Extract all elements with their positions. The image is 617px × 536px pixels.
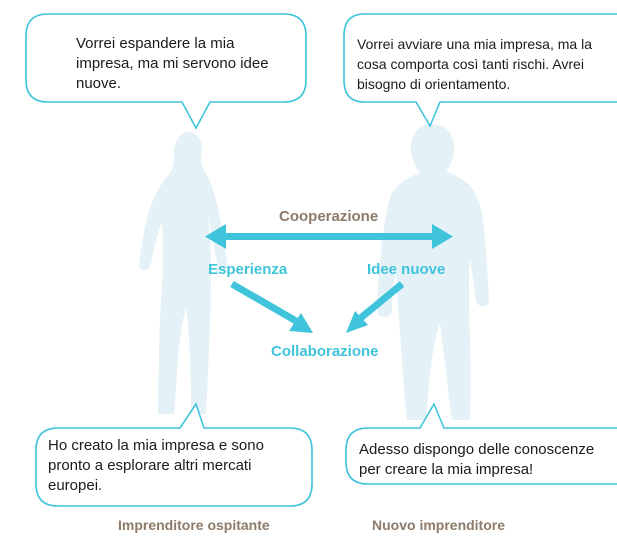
speech-bubble-bottom-right bbox=[345, 402, 617, 485]
label-collaboration: Collaborazione bbox=[271, 343, 379, 360]
bubble-text-top-right: Vorrei avviare una mia impresa, ma la co… bbox=[357, 36, 592, 92]
label-cooperation: Cooperazione bbox=[279, 208, 379, 225]
caption-new-entrepreneur: Nuovo imprenditore bbox=[372, 517, 506, 533]
arrowhead-group bbox=[289, 311, 368, 333]
label-new-ideas: Idee nuove bbox=[367, 261, 446, 278]
bubble-text-bottom-left: Ho creato la mia impresa e sono pronto a… bbox=[48, 437, 264, 494]
bubble-text-bottom-right: Adesso dispongo delle conoscenze per cre… bbox=[359, 441, 595, 478]
speech-bubble-bottom-left bbox=[35, 402, 313, 507]
speech-bubble-top-left bbox=[25, 13, 307, 130]
woman-silhouette-icon bbox=[139, 131, 227, 414]
arrow-icon bbox=[230, 280, 405, 329]
bubble-text-top-left: Vorrei espandere la mia impresa, ma mi s… bbox=[76, 35, 269, 92]
label-experience: Esperienza bbox=[208, 261, 288, 278]
speech-bubble-top-right bbox=[343, 13, 617, 128]
caption-host-entrepreneur: Imprenditore ospitante bbox=[118, 517, 270, 533]
double-arrow-icon bbox=[205, 224, 453, 249]
man-silhouette-icon bbox=[377, 124, 489, 420]
